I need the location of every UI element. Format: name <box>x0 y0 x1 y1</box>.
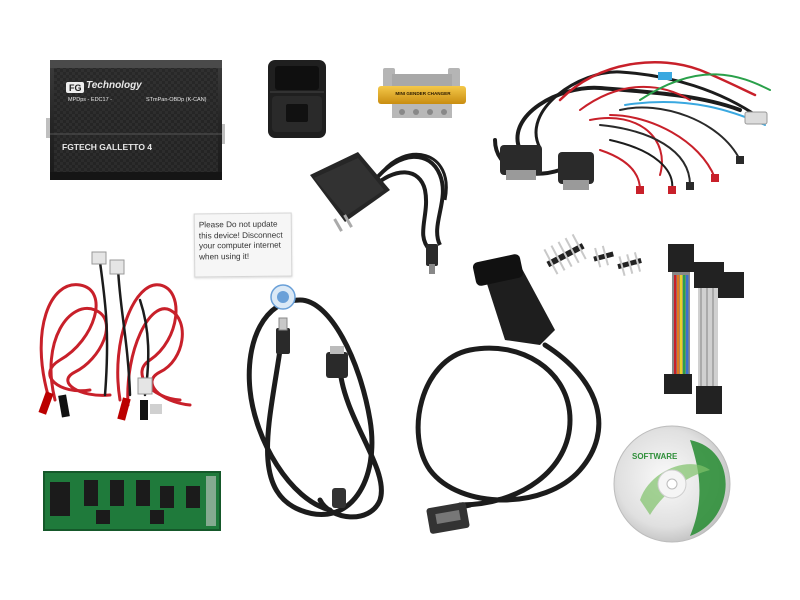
gender-changer <box>378 68 466 118</box>
device-name-label: FGTECH GALLETTO 4 <box>62 142 153 152</box>
usb-cable <box>246 284 384 520</box>
fgtech-device: FG <box>46 60 225 180</box>
software-cd <box>613 425 731 543</box>
note-line: when using it! <box>199 251 250 261</box>
pin-headers <box>543 233 642 277</box>
note-line: Please Do not update <box>198 219 278 230</box>
cd-label: SOFTWARE <box>632 452 678 461</box>
note-line: your computer internet <box>198 240 281 251</box>
ribbon-cable <box>664 244 744 414</box>
device-modes-left-label: MPDps - EDC17 - <box>68 97 113 103</box>
device-brand-label: Technology <box>86 80 142 91</box>
harness-cable <box>493 61 771 194</box>
test-wires <box>38 251 192 421</box>
warning-note: Please Do not update this device! Discon… <box>193 212 293 278</box>
pcb-board <box>43 471 221 531</box>
obd-connector <box>268 60 326 138</box>
svg-text:FG: FG <box>69 83 82 93</box>
gender-changer-label: MINI GENDER CHANGER <box>395 91 451 96</box>
device-modes-right-label: STmPan-OBDp (K-CAN) <box>146 97 207 103</box>
power-adapter <box>310 152 448 274</box>
obd-cable <box>415 254 602 534</box>
